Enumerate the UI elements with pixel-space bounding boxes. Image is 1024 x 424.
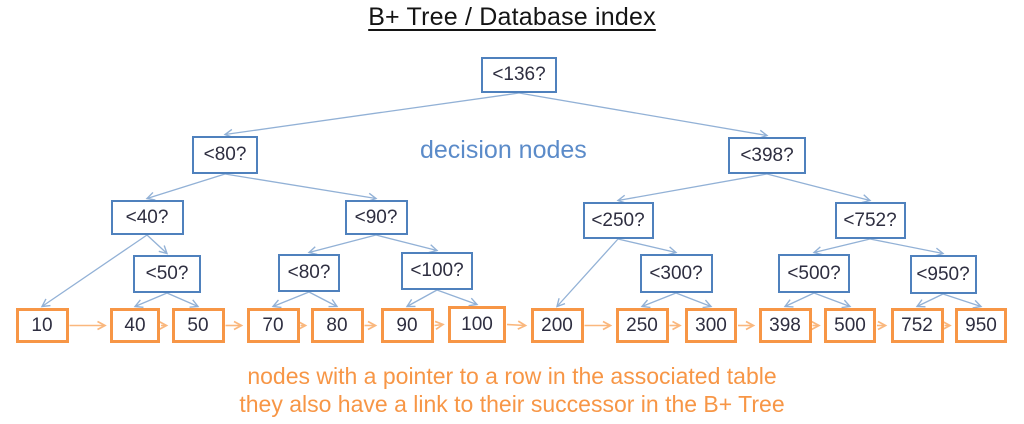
leaf-node-250: 250 (615, 308, 669, 343)
leaf-node-500: 500 (824, 308, 876, 343)
page-title: B+ Tree / Database index (368, 3, 656, 31)
successor-edge-l90-l100 (434, 320, 445, 331)
decision-node-100: <100? (401, 252, 473, 290)
tree-edge-q950-l950 (942, 293, 983, 309)
tree-edge-q100-l100 (436, 289, 479, 307)
tree-edge-q752-q500 (812, 238, 871, 256)
tree-edge-q136-q398 (518, 92, 769, 139)
tree-edge-q136-q80a (223, 92, 520, 139)
tree-edge-q80b-l70 (271, 291, 310, 309)
leaf-node-200: 200 (530, 308, 584, 343)
decision-nodes-annotation: decision nodes (420, 136, 587, 164)
decision-node-300: <300? (639, 254, 713, 293)
decision-node-80: <80? (278, 254, 340, 292)
tree-edge-q80b-l80 (308, 291, 339, 308)
tree-edge-q300-l250 (640, 292, 677, 309)
tree-edge-q50-l40 (133, 292, 168, 308)
leaf-node-70: 70 (246, 308, 300, 343)
tree-edge-q752-q950 (869, 238, 945, 257)
tree-edge-q40-q50 (146, 234, 169, 255)
leaf-node-398: 398 (758, 308, 812, 343)
tree-edge-q500-l398 (783, 292, 815, 308)
tree-edge-q250-q300 (617, 238, 678, 256)
tree-edge-q80a-q40 (145, 173, 226, 201)
leaf-node-100: 100 (448, 306, 506, 343)
decision-node-950: <950? (909, 255, 977, 294)
tree-edge-q90-q80b (307, 234, 377, 256)
tree-edge-q398-q752 (766, 173, 872, 204)
tree-edge-q90-q100 (375, 234, 439, 254)
leaf-node-300: 300 (685, 308, 737, 343)
tree-edge-q100-l90 (405, 289, 438, 308)
decision-node-40: <40? (110, 200, 184, 235)
decision-node-500: <500? (778, 254, 850, 293)
tree-edge-q80a-q90 (224, 173, 378, 202)
leaf-node-80: 80 (310, 308, 364, 343)
tree-edge-q398-q250 (616, 173, 768, 204)
tree-edge-q250-l200 (556, 238, 619, 308)
decision-node-50: <50? (133, 255, 201, 293)
leaf-annotation-line-1: nodes with a pointer to a row in the ass… (247, 363, 777, 389)
decision-node-250: <250? (582, 202, 654, 239)
tree-edge-q50-l50 (166, 292, 200, 308)
decision-node-752: <752? (834, 202, 906, 239)
leaf-node-40: 40 (110, 308, 160, 343)
tree-edge-q500-l500 (813, 292, 852, 309)
leaf-node-950: 950 (955, 308, 1007, 343)
successor-edge-l100-l200 (506, 320, 528, 330)
decision-node-90: <90? (344, 200, 408, 235)
tree-edge-q950-l752 (915, 293, 944, 308)
decision-node-136: <136? (481, 57, 557, 93)
leaf-node-10: 10 (15, 308, 69, 343)
tree-edge-q40-l10 (40, 234, 148, 308)
leaf-node-50: 50 (171, 308, 225, 343)
decision-node-398: <398? (728, 137, 806, 174)
leaf-node-90: 90 (380, 308, 434, 343)
leaf-node-752: 752 (890, 308, 944, 343)
leaf-annotation-line-2: they also have a link to their successor… (239, 391, 785, 417)
decision-node-80: <80? (192, 136, 258, 174)
tree-edge-q300-l300 (675, 292, 713, 309)
